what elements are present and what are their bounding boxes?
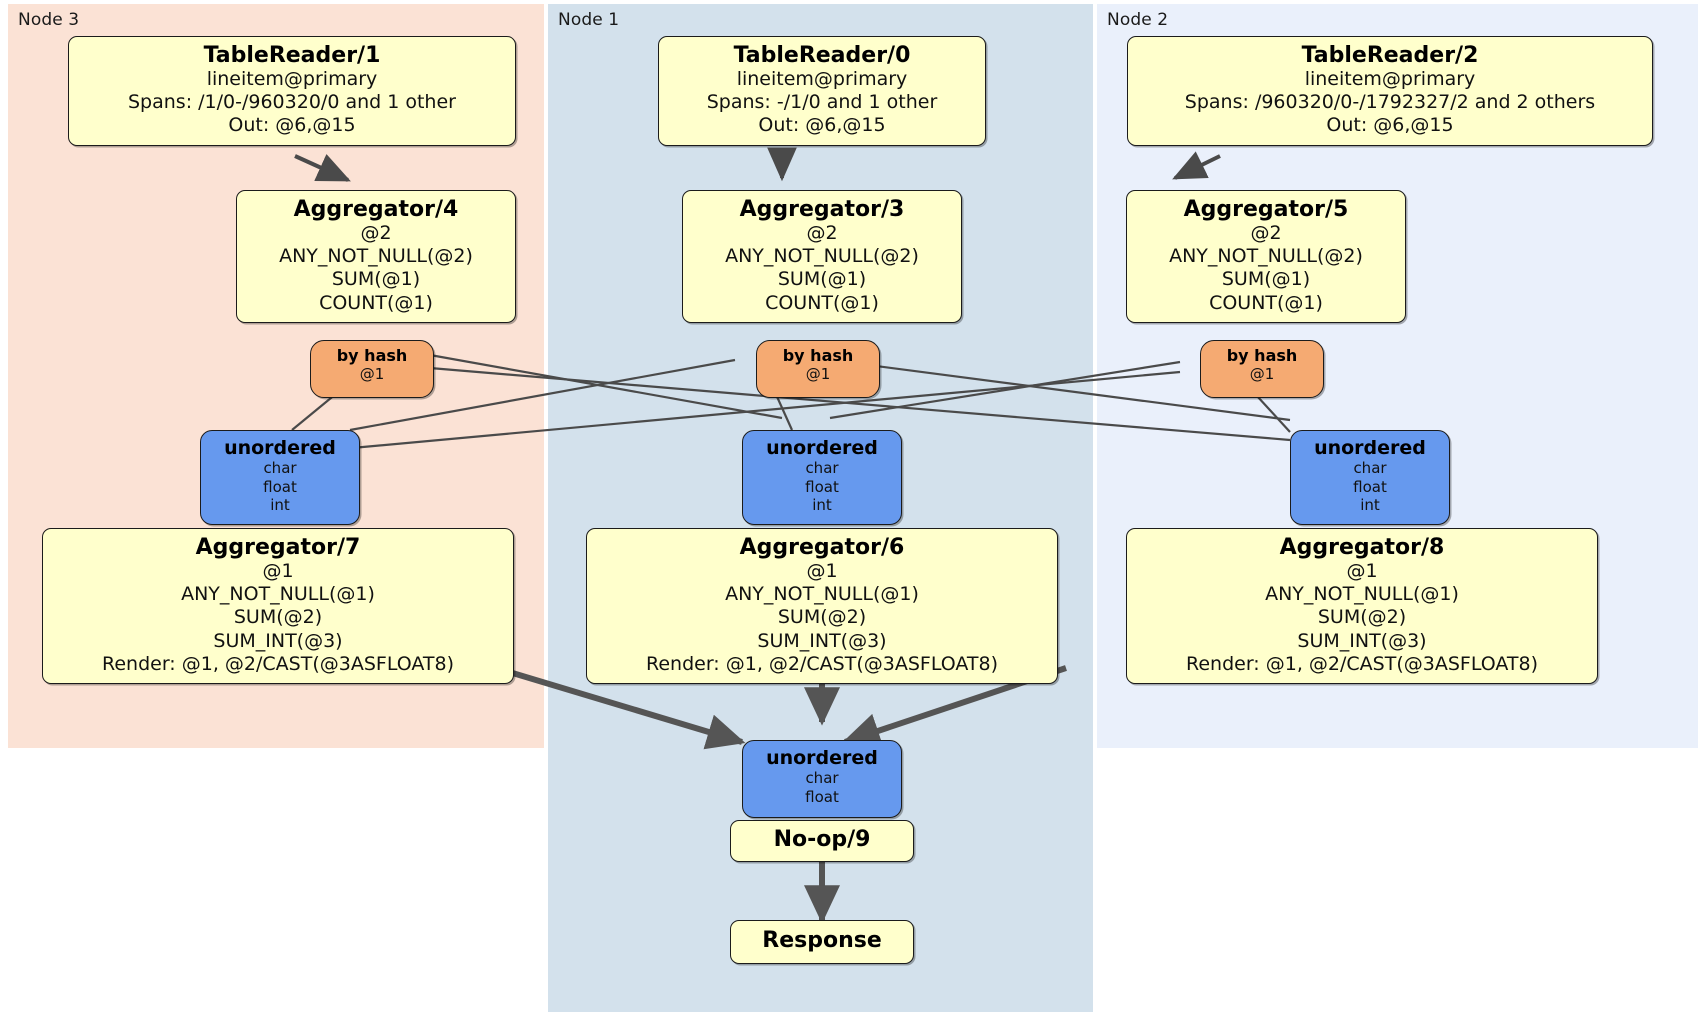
processor-detail: Out: @6,@15 <box>1326 114 1454 137</box>
input-sync-unordered-9[interactable]: unordered char float <box>742 740 902 818</box>
processor-render: Render: @1, @2/CAST(@3ASFLOAT8) <box>646 652 998 675</box>
processor-detail: SUM_INT(@3) <box>213 629 343 652</box>
processor-detail: @1 <box>806 560 838 583</box>
processor-detail: ANY_NOT_NULL(@1) <box>1265 583 1459 606</box>
processor-detail: lineitem@primary <box>206 68 378 91</box>
processor-detail: @1 <box>1346 560 1378 583</box>
processor-detail: COUNT(@1) <box>1209 291 1323 314</box>
sync-type: char <box>1353 458 1387 477</box>
processor-detail: SUM(@2) <box>233 606 323 629</box>
processor-detail: lineitem@primary <box>1304 68 1476 91</box>
processor-detail: @1 <box>262 560 294 583</box>
router-detail: @1 <box>805 365 831 384</box>
sync-type: char <box>805 458 839 477</box>
sync-type: float <box>263 477 297 496</box>
processor-detail: SUM(@1) <box>777 268 867 291</box>
output-router-hash-5[interactable]: by hash @1 <box>1200 340 1324 398</box>
router-title: by hash <box>1226 346 1298 365</box>
node-panel-label: Node 1 <box>558 10 620 30</box>
processor-detail: SUM_INT(@3) <box>757 629 887 652</box>
sync-title: unordered <box>766 747 878 769</box>
processor-no-op-9[interactable]: No-op/9 <box>730 820 914 862</box>
router-detail: @1 <box>359 365 385 384</box>
processor-detail: ANY_NOT_NULL(@2) <box>279 245 473 268</box>
input-sync-unordered-6[interactable]: unordered char float int <box>742 430 902 525</box>
processor-detail: SUM(@2) <box>777 606 867 629</box>
processor-detail: @2 <box>1250 222 1282 245</box>
processor-detail: Spans: /960320/0-/1792327/2 and 2 others <box>1184 91 1596 114</box>
processor-aggregator-6[interactable]: Aggregator/6 @1 ANY_NOT_NULL(@1) SUM(@2)… <box>586 528 1058 684</box>
output-router-hash-3[interactable]: by hash @1 <box>756 340 880 398</box>
router-title: by hash <box>782 346 854 365</box>
sync-type: char <box>805 768 839 787</box>
processor-detail: @2 <box>806 222 838 245</box>
processor-title: No-op/9 <box>773 827 871 852</box>
processor-detail: SUM(@1) <box>331 268 421 291</box>
processor-aggregator-7[interactable]: Aggregator/7 @1 ANY_NOT_NULL(@1) SUM(@2)… <box>42 528 514 684</box>
sync-title: unordered <box>224 437 336 459</box>
processor-title: TableReader/0 <box>733 43 911 68</box>
processor-detail: Out: @6,@15 <box>228 114 356 137</box>
processor-title: Aggregator/4 <box>293 197 459 222</box>
processor-detail: SUM(@1) <box>1221 268 1311 291</box>
node-panel-label: Node 3 <box>18 10 80 30</box>
sync-type: float <box>1353 477 1387 496</box>
processor-aggregator-3[interactable]: Aggregator/3 @2 ANY_NOT_NULL(@2) SUM(@1)… <box>682 190 962 323</box>
sync-type: int <box>812 496 832 515</box>
sync-type: char <box>263 458 297 477</box>
input-sync-unordered-7[interactable]: unordered char float int <box>200 430 360 525</box>
processor-detail: @2 <box>360 222 392 245</box>
processor-detail: ANY_NOT_NULL(@1) <box>181 583 375 606</box>
processor-title: Aggregator/8 <box>1279 535 1445 560</box>
processor-detail: SUM(@2) <box>1317 606 1407 629</box>
router-detail: @1 <box>1249 365 1275 384</box>
processor-tablereader-1[interactable]: TableReader/1 lineitem@primary Spans: /1… <box>68 36 516 146</box>
processor-title: Aggregator/7 <box>195 535 361 560</box>
input-sync-unordered-8[interactable]: unordered char float int <box>1290 430 1450 525</box>
processor-detail: ANY_NOT_NULL(@1) <box>725 583 919 606</box>
sync-type: float <box>805 477 839 496</box>
processor-render: Render: @1, @2/CAST(@3ASFLOAT8) <box>1186 652 1538 675</box>
node-panel-label: Node 2 <box>1107 10 1169 30</box>
processor-response[interactable]: Response <box>730 920 914 964</box>
processor-detail: SUM_INT(@3) <box>1297 629 1427 652</box>
processor-title: Aggregator/3 <box>739 197 905 222</box>
processor-render: Render: @1, @2/CAST(@3ASFLOAT8) <box>102 652 454 675</box>
processor-detail: Out: @6,@15 <box>758 114 886 137</box>
processor-tablereader-2[interactable]: TableReader/2 lineitem@primary Spans: /9… <box>1127 36 1653 146</box>
processor-detail: Spans: /1/0-/960320/0 and 1 other <box>128 91 456 114</box>
sync-type: int <box>1360 496 1380 515</box>
processor-title: TableReader/2 <box>1301 43 1479 68</box>
processor-title: Aggregator/6 <box>739 535 905 560</box>
sync-title: unordered <box>766 437 878 459</box>
processor-detail: COUNT(@1) <box>319 291 433 314</box>
processor-tablereader-0[interactable]: TableReader/0 lineitem@primary Spans: -/… <box>658 36 986 146</box>
sync-type: float <box>805 787 839 806</box>
processor-title: Response <box>762 928 882 953</box>
processor-title: TableReader/1 <box>203 43 381 68</box>
processor-detail: ANY_NOT_NULL(@2) <box>725 245 919 268</box>
processor-aggregator-5[interactable]: Aggregator/5 @2 ANY_NOT_NULL(@2) SUM(@1)… <box>1126 190 1406 323</box>
processor-aggregator-8[interactable]: Aggregator/8 @1 ANY_NOT_NULL(@1) SUM(@2)… <box>1126 528 1598 684</box>
processor-detail: Spans: -/1/0 and 1 other <box>706 91 938 114</box>
processor-detail: lineitem@primary <box>736 68 908 91</box>
sync-title: unordered <box>1314 437 1426 459</box>
processor-detail: ANY_NOT_NULL(@2) <box>1169 245 1363 268</box>
processor-detail: COUNT(@1) <box>765 291 879 314</box>
processor-title: Aggregator/5 <box>1183 197 1349 222</box>
processor-aggregator-4[interactable]: Aggregator/4 @2 ANY_NOT_NULL(@2) SUM(@1)… <box>236 190 516 323</box>
router-title: by hash <box>336 346 408 365</box>
sync-type: int <box>270 496 290 515</box>
output-router-hash-4[interactable]: by hash @1 <box>310 340 434 398</box>
